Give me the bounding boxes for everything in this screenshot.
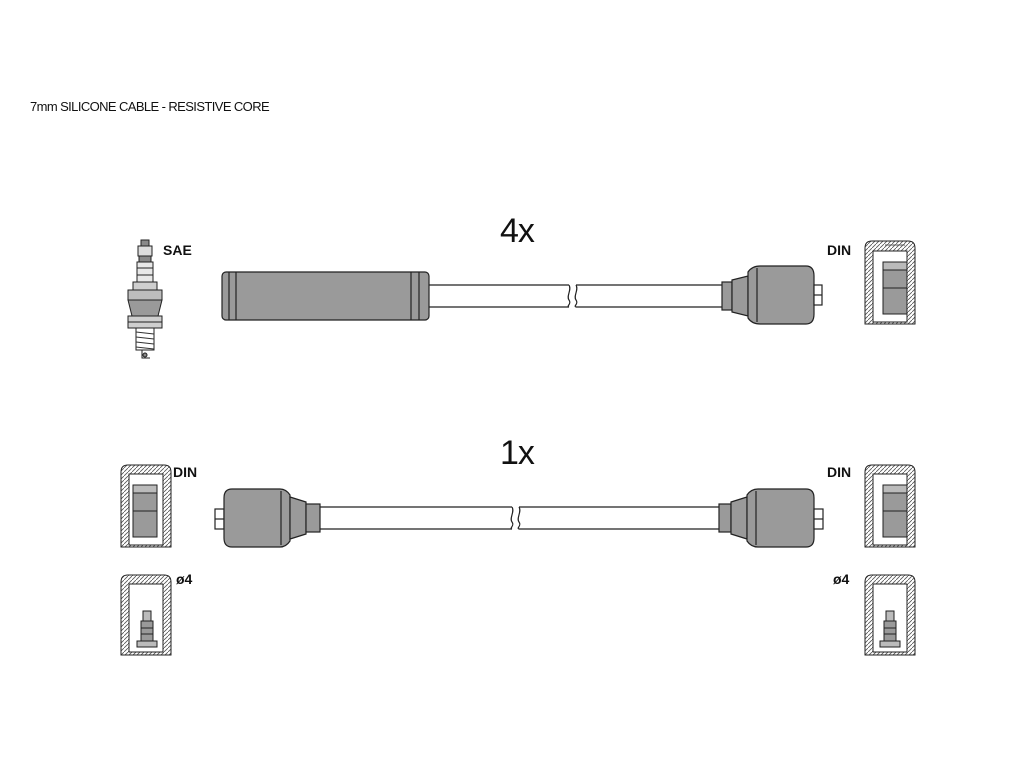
cable-1-quantity: 4x <box>500 212 535 250</box>
spark-plug-icon <box>127 239 163 359</box>
phi4-terminal-right-icon <box>864 574 916 656</box>
phi4-label-right: ø4 <box>833 571 850 587</box>
din-terminal-left-icon <box>120 464 172 548</box>
phi4-terminal-left-icon <box>120 574 172 656</box>
phi4-label-left: ø4 <box>176 571 193 587</box>
cable-2-quantity: 1x <box>500 434 535 472</box>
din-terminal-icon <box>864 240 916 325</box>
sae-label: SAE <box>163 242 192 258</box>
din-terminal-right-icon <box>864 464 916 548</box>
cable-2-assembly <box>214 488 824 548</box>
din-label-right: DIN <box>827 464 852 480</box>
cable-1-assembly <box>221 265 823 325</box>
din-label-left: DIN <box>173 464 198 480</box>
diagram-title: 7mm SILICONE CABLE - RESISTIVE CORE <box>30 99 270 114</box>
din-label-top-right: DIN <box>827 242 852 258</box>
